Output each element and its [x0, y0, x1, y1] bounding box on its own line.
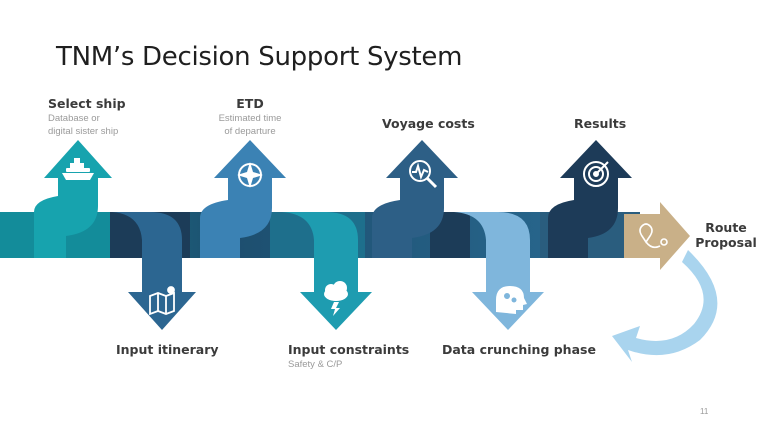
- compass-icon: [237, 162, 263, 188]
- input-itinerary-label: Input itinerary: [116, 342, 219, 357]
- route-proposal-line-1: Route: [705, 220, 747, 235]
- map-icon: [149, 286, 175, 316]
- input-constraints-title: Input constraints: [288, 342, 410, 357]
- brain-gears-icon: [496, 286, 527, 314]
- input-constraints-label: Input constraints Safety & C/P: [288, 342, 409, 370]
- voyage-costs-label: Voyage costs: [382, 116, 475, 131]
- select-ship-title: Select ship: [48, 96, 126, 111]
- weather-cloud-icon: [324, 281, 348, 316]
- input-itinerary-title: Input itinerary: [116, 342, 219, 357]
- input-constraints-sub: Safety & C/P: [288, 359, 343, 370]
- results-arrow: [548, 140, 632, 258]
- select-ship-sub-2: digital sister ship: [48, 126, 119, 137]
- ship-icon: [62, 158, 94, 180]
- results-title: Results: [574, 116, 627, 131]
- route-proposal-label: Route Proposal: [694, 220, 758, 250]
- etd-sub-1: Estimated time: [218, 113, 282, 124]
- route-proposal-line-2: Proposal: [695, 235, 757, 250]
- target-icon: [583, 161, 609, 187]
- etd-sub-2: of departure: [224, 126, 276, 137]
- cost-analysis-icon: [409, 160, 438, 189]
- voyage-costs-arrow: [372, 140, 458, 258]
- results-label: Results: [574, 116, 626, 131]
- input-itinerary-arrow: [112, 212, 196, 330]
- slide-title: TNM’s Decision Support System: [56, 42, 463, 72]
- etd-label: ETD Estimated time of departure: [208, 96, 292, 137]
- select-ship-label: Select ship Database or digital sister s…: [48, 96, 126, 137]
- voyage-costs-title: Voyage costs: [382, 116, 475, 131]
- route-proposal-arrow: [624, 202, 690, 270]
- page-number: 11: [700, 407, 709, 416]
- select-ship-arrow: [34, 140, 112, 258]
- etd-arrow: [200, 140, 286, 258]
- route-pin-icon: [639, 223, 668, 249]
- select-ship-sub-1: Database or: [48, 113, 100, 124]
- etd-title: ETD: [236, 96, 264, 111]
- data-crunching-title: Data crunching phase: [442, 342, 596, 357]
- return-loop-arrow: [612, 250, 718, 362]
- input-constraints-arrow: [282, 212, 372, 330]
- data-crunching-label: Data crunching phase: [442, 342, 596, 357]
